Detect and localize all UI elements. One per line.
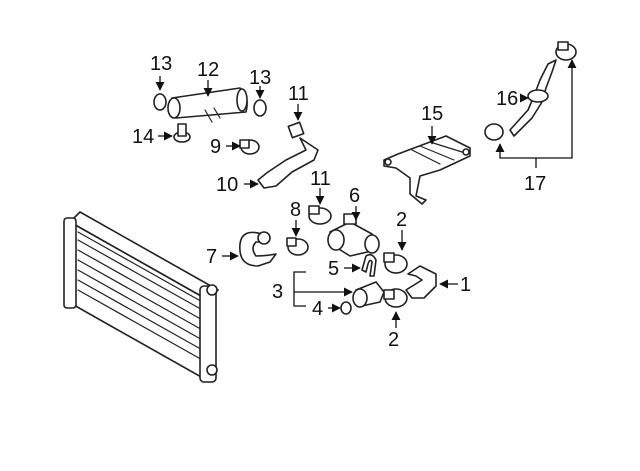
seal-4 [340, 301, 352, 315]
callout-10: 10 [216, 174, 238, 196]
thermostat-3 [352, 281, 385, 308]
hose-1 [405, 265, 437, 299]
o-ring-13-left [153, 93, 167, 111]
hose-7 [239, 231, 277, 267]
clamp-2-upper [383, 252, 408, 274]
callout-6: 6 [349, 185, 360, 207]
callout-1: 1 [460, 274, 471, 296]
callout-12: 12 [197, 59, 219, 81]
clamp-16-bottom [484, 123, 504, 141]
bracket-15 [383, 135, 471, 205]
clamp-16-top [555, 41, 577, 61]
o-ring-13-right [253, 99, 267, 117]
clamp-2-lower [383, 288, 408, 308]
callout-8: 8 [290, 199, 301, 221]
callout-14: 14 [132, 126, 154, 148]
callout-7: 7 [206, 246, 217, 268]
callout-13-right: 13 [249, 67, 271, 89]
callout-2-upper: 2 [396, 209, 407, 231]
callouts: 13 12 13 14 9 11 10 11 8 7 6 5 3 4 2 2 1… [132, 53, 546, 351]
clamp-9 [239, 139, 260, 155]
callout-3: 3 [272, 281, 283, 303]
leader-lines [155, 59, 577, 328]
coolant-housing-6 [327, 213, 380, 257]
callout-13-left: 13 [150, 53, 172, 75]
callout-2-lower: 2 [388, 329, 399, 351]
callout-11-top: 11 [288, 83, 309, 105]
coolant-pipe-12 [167, 87, 248, 123]
clamp-8 [286, 237, 309, 256]
callout-9: 9 [210, 136, 221, 158]
small-hose-5 [361, 253, 377, 277]
hose-10 [257, 137, 319, 189]
bolt-14 [173, 123, 191, 143]
callout-15: 15 [421, 103, 443, 125]
callout-11-lower: 11 [310, 168, 331, 190]
radiator [63, 211, 219, 383]
callout-5: 5 [328, 258, 339, 280]
callout-16: 16 [496, 88, 518, 110]
callout-4: 4 [312, 298, 323, 320]
clamp-11-lower [308, 205, 332, 225]
clamp-11-top [287, 121, 305, 139]
callout-17: 17 [524, 173, 546, 195]
